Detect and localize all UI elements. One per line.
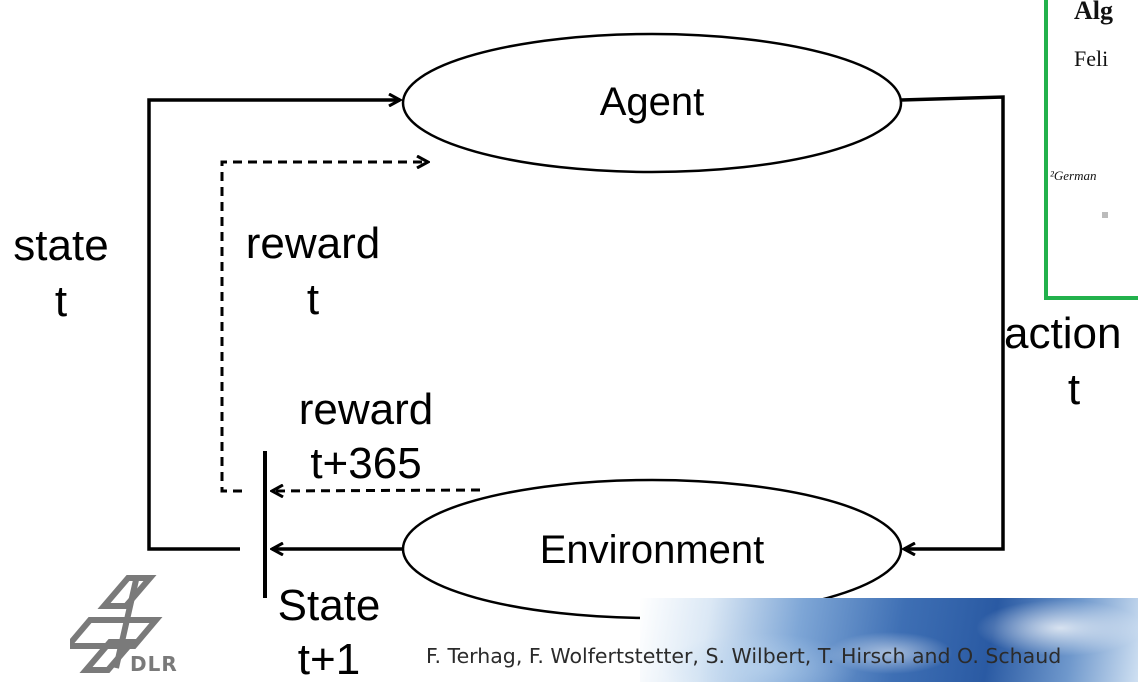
state-t-label-line1: state: [13, 221, 109, 270]
state-t1-label-line1: State: [277, 581, 381, 630]
authors-footer: F. Terhag, F. Wolfertstetter, S. Wilbert…: [426, 644, 1062, 668]
reward-t-label-line1: reward: [245, 219, 381, 268]
reward-arrow: [220, 162, 428, 493]
reward-t-label-line2: t: [306, 275, 320, 324]
state-arrow: [147, 100, 400, 551]
reward-t365-label-line2: t+365: [310, 439, 422, 488]
state-t-label-line2: t: [54, 277, 68, 326]
paper-authors: Feli: [1074, 46, 1109, 71]
dlr-logo-text: DLR: [130, 652, 178, 676]
earth-image: [640, 598, 1138, 682]
state-t1-label-line2: t+1: [297, 635, 361, 684]
action-t-label-line1: action: [1004, 309, 1122, 358]
paper-text-fragment: [1102, 212, 1108, 218]
agent-node: [401, 32, 903, 174]
reward-t365-arrow: [272, 490, 481, 491]
agent-label: Agent: [599, 80, 705, 124]
environment-label: Environment: [539, 528, 765, 572]
action-arrow: [900, 95, 1005, 549]
paper-thumbnail: Alg Feli ²German: [1044, 0, 1138, 300]
action-t-label-line2: t: [1067, 365, 1081, 414]
paper-title: Alg: [1074, 0, 1113, 25]
dlr-logo-icon: [70, 575, 163, 673]
paper-affiliation: ²German: [1050, 168, 1097, 183]
reward-t365-label-line1: reward: [298, 385, 434, 434]
